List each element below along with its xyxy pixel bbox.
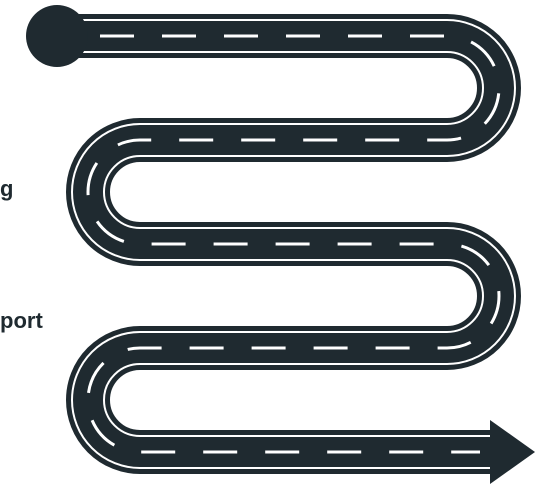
end-arrow-head bbox=[490, 420, 535, 484]
cut-off-label-1: g bbox=[0, 176, 13, 202]
cut-off-label-2: port bbox=[0, 308, 43, 334]
start-node bbox=[26, 5, 88, 67]
